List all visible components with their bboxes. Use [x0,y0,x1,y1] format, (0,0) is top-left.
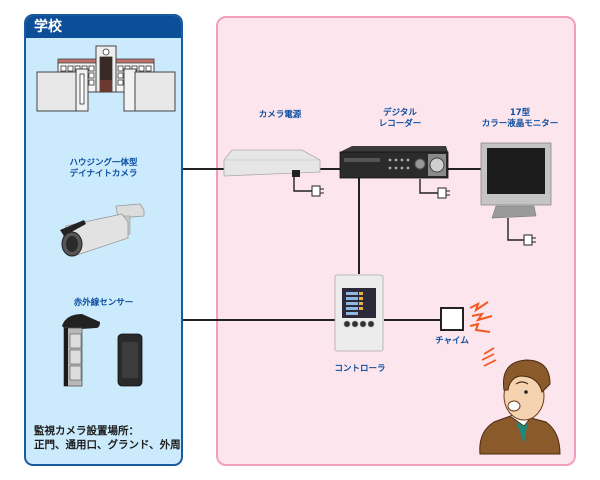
camera-label: ハウジング一体型 デイナイトカメラ [69,158,138,179]
surprised-man-icon [479,359,561,455]
power-plug-icon [293,177,324,197]
sensor-label: 赤外線センサー [73,298,134,308]
power-plug-icon [507,218,536,246]
camera-power-unit-icon [223,149,321,177]
school-panel: 学校 ハウジング一体型 デイナイトカメラ 赤外線センサー [24,14,183,466]
bullet-camera-icon [60,203,145,257]
monitor-label: 17型 カラー液晶モニター [481,108,559,129]
recorder-to-controller-line [358,178,360,274]
surprise-lines-icon [481,347,497,367]
sound-wave-icon [469,301,493,333]
chime-icon [440,307,464,331]
camera-connection-line [183,168,225,170]
infrared-sensor-icon [62,314,143,387]
recorder-to-monitor-line [440,168,482,170]
school-building-icon [36,45,176,112]
school-header: 学校 [26,16,181,38]
power-plug-icon [419,179,450,199]
camera-power-label: カメラ電源 [258,110,302,120]
lcd-monitor-icon [480,142,552,219]
recorder-label: デジタル レコーダー [378,108,422,129]
location-list: 正門、通用口、グランド、外周 [34,439,181,451]
controller-label: コントローラ [334,364,386,374]
controller-to-chime-line [384,319,440,321]
location-title: 監視カメラ設置場所： [34,425,139,437]
digital-recorder-icon [339,146,449,179]
controller-icon [334,274,384,352]
sensor-connection-line [183,319,335,321]
chime-label: チャイム [435,336,469,346]
